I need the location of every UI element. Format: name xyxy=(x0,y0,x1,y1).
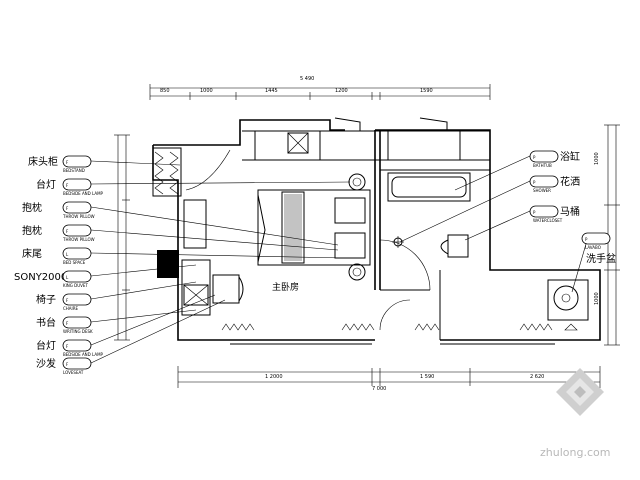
room-label: 主卧房 xyxy=(272,281,299,293)
doors xyxy=(379,239,431,331)
svg-text:1 590: 1 590 xyxy=(420,374,434,380)
svg-text:F: F xyxy=(66,344,69,349)
desk-area xyxy=(157,199,244,316)
svg-text:1445: 1445 xyxy=(265,88,278,94)
svg-text:7 000: 7 000 xyxy=(372,386,386,392)
svg-text:花洒: 花洒 xyxy=(560,175,580,188)
svg-text:THROW PILLOW: THROW PILLOW xyxy=(62,214,95,219)
svg-text:1200: 1200 xyxy=(335,88,348,94)
watermark-logo: zhulong.com xyxy=(540,368,610,459)
svg-text:WATERCLOSET: WATERCLOSET xyxy=(533,218,563,223)
svg-text:F: F xyxy=(66,362,69,367)
callout-pillow-1: 抱枕 F THROW PILLOW xyxy=(22,201,339,246)
svg-text:LOVESEAT: LOVESEAT xyxy=(63,370,84,375)
callout-shower: P 花洒 SHOWER xyxy=(399,175,580,243)
svg-text:P: P xyxy=(533,155,536,160)
svg-text:P: P xyxy=(533,180,536,185)
callout-bathtub: P 浴缸 BATHTUB xyxy=(454,150,580,191)
svg-text:2 620: 2 620 xyxy=(530,374,544,380)
svg-text:5 490: 5 490 xyxy=(300,76,314,82)
left-dimension-lines xyxy=(114,134,130,341)
callout-chair: 椅子 F CHAIRE xyxy=(36,281,197,311)
svg-text:椅子: 椅子 xyxy=(36,293,56,306)
svg-text:1590: 1590 xyxy=(420,88,433,94)
svg-text:BEDSIDE AND LAMP: BEDSIDE AND LAMP xyxy=(63,191,104,196)
callout-bedstand: 床头柜 F BEDSTAND xyxy=(28,155,181,173)
bottom-dimension-lines: 1 2000 1 590 2 620 7 000 xyxy=(177,366,601,392)
svg-text:L: L xyxy=(66,275,69,280)
right-callouts: P 浴缸 BATHTUB P 花洒 SHOWER P 马桶 WATERCLOSE… xyxy=(399,150,616,293)
callout-pillow-2: 抱枕 F THROW PILLOW xyxy=(22,224,339,251)
svg-text:洗手盆: 洗手盆 xyxy=(586,252,616,265)
svg-text:P: P xyxy=(533,210,536,215)
svg-text:WRITING DESK: WRITING DESK xyxy=(63,329,93,334)
svg-text:台灯: 台灯 xyxy=(36,339,56,352)
svg-text:850: 850 xyxy=(160,88,170,94)
svg-text:LAVABO: LAVABO xyxy=(585,245,601,250)
bottom-windows xyxy=(221,323,555,345)
svg-text:BEDSIDE AND LAMP: BEDSIDE AND LAMP xyxy=(63,352,104,357)
left-callouts: 床头柜 F BEDSTAND 台灯 F BEDSIDE AND LAMP 抱枕 … xyxy=(14,155,351,375)
svg-text:BEDSTAND: BEDSTAND xyxy=(63,168,85,173)
svg-text:F: F xyxy=(66,321,69,326)
callout-basin: P LAVABO 洗手盆 xyxy=(571,232,616,293)
svg-text:沙发: 沙发 xyxy=(36,357,56,370)
svg-text:F: F xyxy=(66,229,69,234)
svg-text:1000: 1000 xyxy=(200,88,213,94)
wardrobe xyxy=(152,147,231,197)
callout-tv: SONY2000 L KING DUVET xyxy=(14,264,197,288)
callout-lamp-1: 台灯 F BEDSIDE AND LAMP xyxy=(36,178,351,196)
svg-text:F: F xyxy=(66,160,69,165)
svg-text:床尾: 床尾 xyxy=(22,247,42,260)
watermark-text: zhulong.com xyxy=(540,446,610,459)
bed xyxy=(257,173,371,281)
callout-lamp-2: 台灯 F BEDSIDE AND LAMP xyxy=(36,294,216,357)
callout-sofa: 沙发 F LOVESEAT xyxy=(36,299,226,375)
callout-toilet: P 马桶 WATERCLOSET xyxy=(464,205,580,241)
callout-bed-end: 床尾 L BED SPACE xyxy=(22,247,346,265)
svg-text:1000: 1000 xyxy=(594,152,600,165)
svg-text:F: F xyxy=(66,206,69,211)
svg-text:F: F xyxy=(66,298,69,303)
svg-text:马桶: 马桶 xyxy=(560,205,580,218)
svg-text:SONY2000: SONY2000 xyxy=(14,272,67,283)
svg-text:1000: 1000 xyxy=(594,292,600,305)
svg-text:浴缸: 浴缸 xyxy=(560,150,580,163)
svg-text:BATHTUB: BATHTUB xyxy=(533,163,552,168)
top-dimension-lines: 5 490 850 1000 1445 1200 1590 xyxy=(149,76,491,100)
svg-text:P: P xyxy=(585,237,588,242)
svg-text:F: F xyxy=(66,183,69,188)
svg-text:CHAIRE: CHAIRE xyxy=(63,306,78,311)
svg-text:SHOWER: SHOWER xyxy=(533,188,551,193)
svg-text:书台: 书台 xyxy=(36,316,56,329)
svg-text:BED SPACE: BED SPACE xyxy=(63,260,86,265)
svg-text:1 2000: 1 2000 xyxy=(265,374,283,380)
svg-text:KING DUVET: KING DUVET xyxy=(63,283,88,288)
callout-desk: 书台 F WRITING DESK xyxy=(36,309,197,334)
svg-text:L: L xyxy=(66,252,69,257)
svg-text:THROW PILLOW: THROW PILLOW xyxy=(62,237,95,242)
svg-text:台灯: 台灯 xyxy=(36,178,56,191)
bathroom-fixtures xyxy=(387,172,589,331)
svg-text:抱枕: 抱枕 xyxy=(22,201,42,214)
svg-text:床头柜: 床头柜 xyxy=(28,155,58,168)
svg-text:抱枕: 抱枕 xyxy=(22,224,42,237)
